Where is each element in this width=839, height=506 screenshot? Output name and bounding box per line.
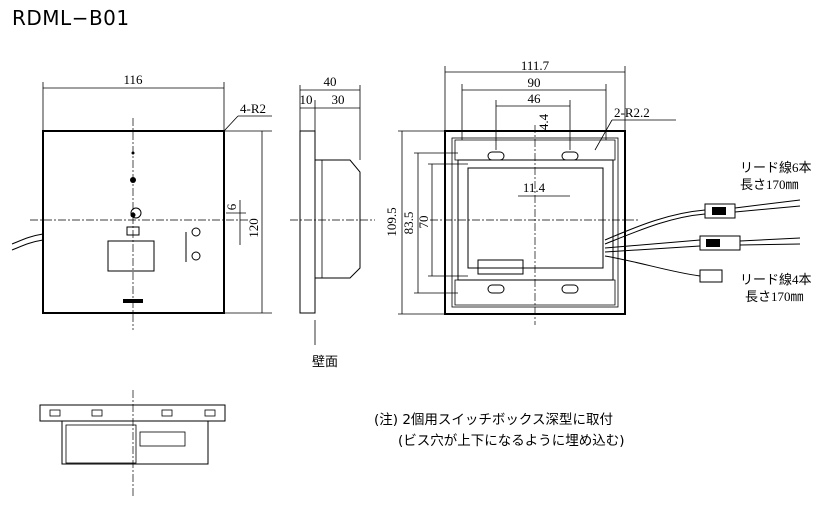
lead-6-tail-a	[734, 199, 801, 209]
wall-label: 壁面	[312, 354, 338, 369]
bottom-body-left	[65, 424, 137, 464]
back-slot-bottom-right	[561, 284, 579, 294]
leader-r2-2	[594, 119, 613, 151]
dim-front-height: 120	[246, 218, 261, 238]
back-slot-top-left	[487, 151, 505, 161]
lead-6-tail-b	[734, 205, 801, 213]
front-cable-2	[11, 239, 44, 251]
front-dot-top	[131, 151, 135, 155]
dim-back-hole-radius: 2-R2.2	[614, 105, 650, 120]
lead6-label-line2: 長さ170㎜	[740, 177, 799, 192]
note-line-1: (注) 2個用スイッチボックス深型に取付	[374, 412, 613, 428]
dim-front-offset: 6	[224, 203, 239, 210]
front-sensor-dot	[130, 212, 136, 218]
back-bottom-bracket	[454, 279, 616, 306]
dim-back-90: 90	[528, 75, 541, 90]
lead4-label-line2: 長さ170㎜	[745, 289, 804, 304]
dim-side-depth: 40	[324, 74, 337, 89]
bottom-tab-2	[91, 409, 103, 417]
front-sensor-mark	[130, 207, 142, 219]
lead-6-wire-c	[604, 239, 701, 249]
front-hand-icon-top	[191, 227, 201, 237]
side-view: 40 10 30 壁面	[290, 74, 375, 369]
lead6-label-line1: リード線6本	[740, 160, 812, 175]
front-display-window	[107, 240, 155, 272]
connector-6-b-fill	[706, 239, 720, 247]
lead-4-wire-a	[604, 245, 701, 253]
dim-front-corner: 4-R2	[240, 101, 266, 116]
dim-back-46: 46	[528, 91, 542, 106]
bottom-plate	[39, 404, 226, 422]
lead-6-wire-a	[604, 209, 706, 241]
lead-6-wire-b	[604, 213, 706, 245]
bottom-tab-4	[204, 409, 216, 417]
note-line-2: (ビス穴が上下になるように埋め込む)	[398, 433, 625, 449]
bottom-view	[39, 390, 226, 498]
front-indicator-window	[126, 226, 140, 236]
lead4-label-line1: リード線4本	[740, 272, 812, 287]
front-cable	[11, 233, 44, 245]
dim-back-11-4: 11.4	[523, 180, 546, 195]
connector-6-a	[704, 203, 736, 219]
connector-6-a-fill	[712, 207, 726, 215]
front-plate-outline	[42, 130, 225, 314]
front-view: 116 4-R2 120 6	[11, 72, 272, 330]
lead-6-tail-c	[739, 237, 801, 242]
dim-back-83-5: 83.5	[401, 212, 416, 235]
bottom-body	[61, 421, 209, 465]
bottom-tab-3	[161, 409, 173, 417]
back-view: 111.7 90 46 4.4 2-R2.2 11.4 109.5 83.5 7…	[384, 58, 812, 325]
dim-front-width: 116	[123, 72, 143, 87]
lead-4-wire-b	[604, 255, 701, 277]
side-plate	[299, 130, 316, 314]
back-connector	[477, 259, 524, 275]
dim-back-70: 70	[416, 216, 431, 229]
dim-back-4-4: 4.4	[536, 113, 551, 130]
bottom-tab-1	[49, 409, 61, 417]
lead-6-tail-d	[739, 243, 801, 246]
connector-4	[699, 269, 723, 283]
back-box-inner	[467, 167, 604, 269]
bottom-terminal-block	[139, 431, 186, 447]
dim-side-plate: 10	[300, 92, 313, 107]
dim-back-height: 109.5	[384, 207, 399, 236]
front-hand-icon-bottom	[191, 251, 201, 261]
dim-back-width: 111.7	[521, 58, 550, 73]
connector-6-b	[699, 235, 741, 251]
back-slot-top-right	[561, 151, 579, 161]
dim-side-body: 30	[332, 92, 345, 107]
front-screw-mark	[130, 177, 136, 183]
leader-4-r2	[223, 115, 239, 132]
back-slot-bottom-left	[487, 284, 505, 294]
drawing-title: RDML−B01	[12, 6, 130, 30]
front-logo-mark	[123, 299, 143, 303]
